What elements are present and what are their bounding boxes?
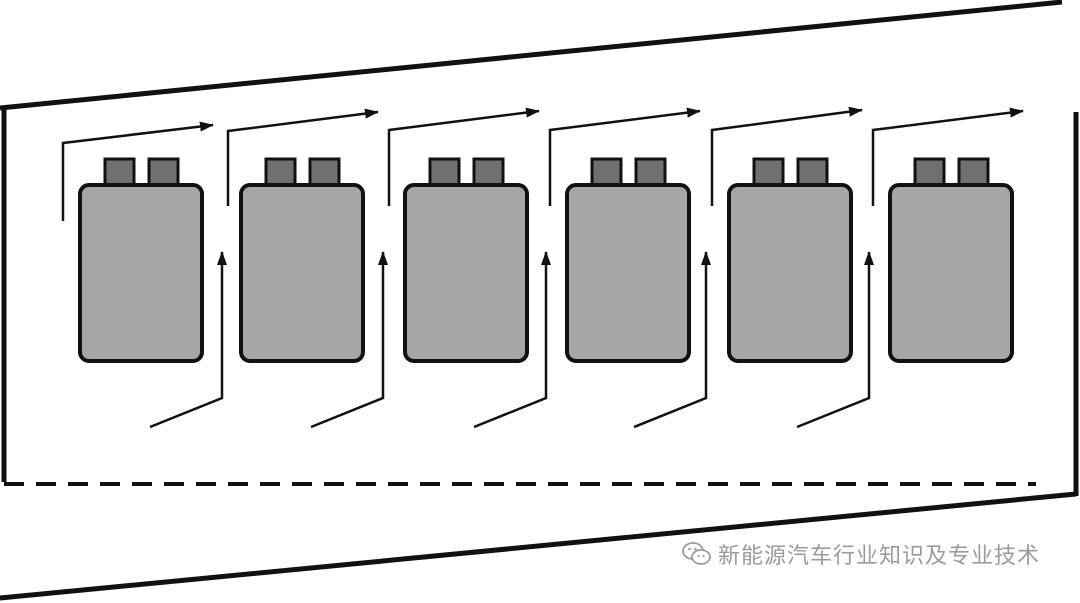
- cell-terminal: [752, 157, 785, 187]
- cell-body: [78, 183, 204, 363]
- cell-terminal: [428, 157, 461, 187]
- airflow-outlet-arrow: [387, 107, 540, 206]
- cell-terminal: [147, 157, 180, 187]
- airflow-inlet-arrow: [473, 251, 551, 429]
- cell-terminal: [634, 157, 667, 187]
- cell-body: [727, 183, 853, 363]
- airflow-outlet-arrow: [61, 121, 214, 221]
- cell-terminal: [590, 157, 623, 187]
- airflow-outlet-arrow: [226, 108, 379, 206]
- watermark: 新能源汽车行业知识及专业技术: [682, 538, 1040, 570]
- cell-terminal: [103, 157, 136, 187]
- enclosure-top-edge: [0, 0, 1063, 111]
- battery-cells: [78, 157, 1014, 363]
- battery-cell: [727, 157, 853, 363]
- airflow-inlet-arrow: [310, 251, 388, 429]
- cell-terminal: [308, 157, 341, 187]
- battery-cell: [239, 157, 365, 363]
- cell-body: [403, 183, 529, 363]
- cell-terminal: [264, 157, 297, 187]
- airflow-inlet-arrows: [149, 251, 874, 429]
- airflow-outlet-arrow: [710, 106, 863, 206]
- cell-terminal: [957, 157, 990, 187]
- enclosure-bottom-edge: [0, 491, 1077, 601]
- airflow-outlet-arrow: [871, 107, 1024, 206]
- airflow-inlet-arrow: [796, 251, 874, 429]
- cell-terminal: [796, 157, 829, 187]
- battery-cell: [888, 157, 1014, 363]
- battery-cell: [78, 157, 204, 363]
- cell-body: [888, 183, 1014, 363]
- airflow-outlet-arrows: [61, 106, 1024, 221]
- airflow-inlet-arrow: [149, 251, 227, 429]
- wechat-icon: [682, 542, 711, 565]
- cell-body: [565, 183, 691, 363]
- watermark-text: 新能源汽车行业知识及专业技术: [717, 544, 1040, 569]
- airflow-outlet-arrow: [548, 107, 701, 206]
- battery-cell: [403, 157, 529, 363]
- cell-terminal: [913, 157, 946, 187]
- battery-cell: [565, 157, 691, 363]
- airflow-inlet-arrow: [633, 251, 711, 429]
- cell-terminal: [472, 157, 505, 187]
- cell-body: [239, 183, 365, 363]
